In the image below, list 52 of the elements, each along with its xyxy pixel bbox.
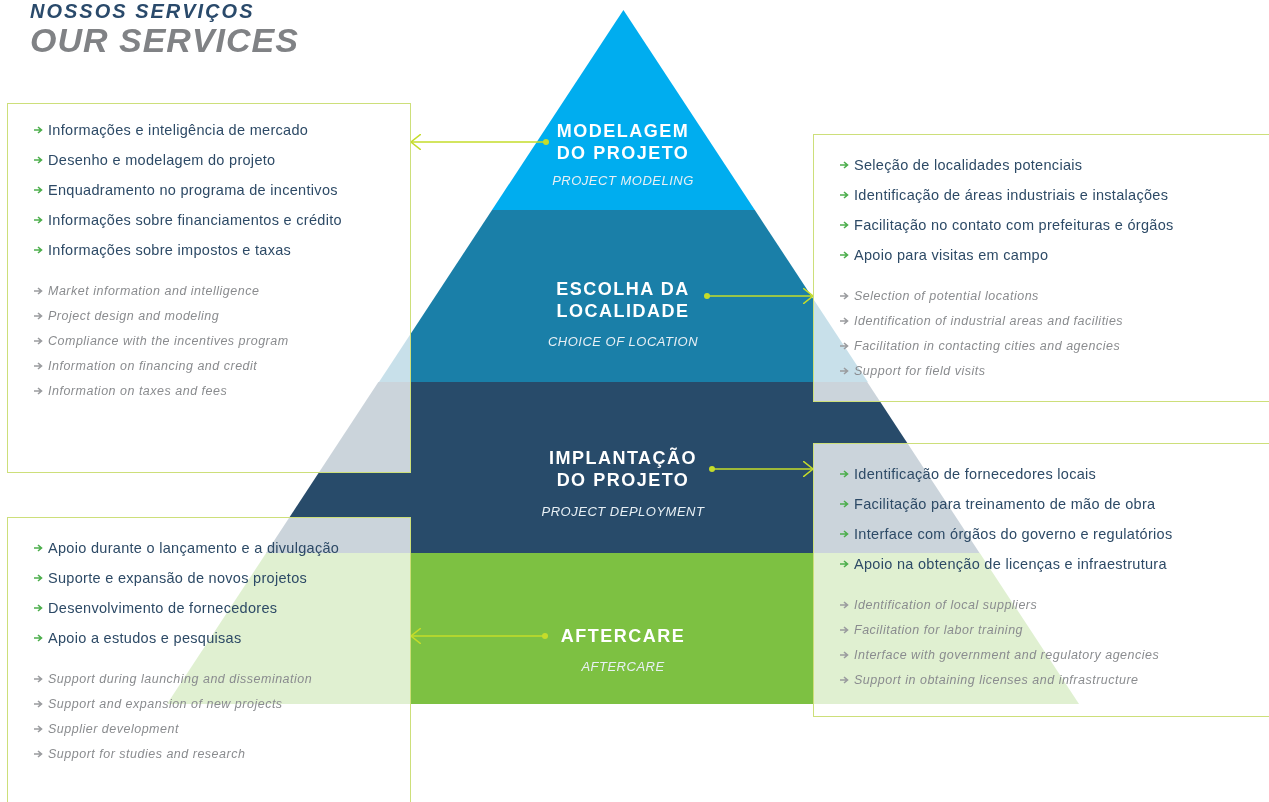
- service-item: Apoio para visitas em campo: [854, 246, 1049, 265]
- service-item: Interface com órgãos do governo e regulatórios: [854, 525, 1173, 544]
- english-service-item: Identification of local suppliers: [854, 597, 1038, 614]
- level-subtitle: CHOICE OF LOCATION: [547, 334, 699, 349]
- english-service-item: Information on taxes and fees: [48, 383, 228, 400]
- service-item: Apoio a estudos e pesquisas: [48, 629, 242, 648]
- english-service-item: Selection of potential locations: [854, 288, 1039, 305]
- service-list-panel: [7, 103, 411, 473]
- service-item: Apoio na obtenção de licenças e infraestrutura: [854, 555, 1167, 574]
- level-title: ESCOLHA DA LOCALIDADE: [555, 278, 691, 322]
- service-item: Identificação de fornecedores locais: [854, 465, 1097, 484]
- service-item: Facilitação para treinamento de mão de obra: [854, 495, 1156, 514]
- title: NOSSOS SERVIÇOS: [30, 0, 255, 22]
- english-service-item: Support for field visits: [854, 363, 986, 380]
- english-service-item: Supplier development: [48, 721, 179, 738]
- english-service-item: Compliance with the incentives program: [48, 333, 289, 350]
- arrow: [709, 460, 814, 478]
- arrow: [410, 133, 549, 151]
- level-subtitle: PROJECT MODELING: [552, 173, 694, 188]
- service-item: Seleção de localidades potenciais: [854, 156, 1083, 175]
- service-item: Enquadramento no programa de incentivos: [48, 181, 338, 200]
- level-subtitle: AFTERCARE: [581, 659, 665, 674]
- level-title: AFTERCARE: [560, 625, 686, 647]
- arrow: [410, 627, 548, 645]
- service-item: Informações sobre financiamentos e crédito: [48, 211, 342, 230]
- service-item: Apoio durante o lançamento e a divulgação: [48, 539, 340, 558]
- english-service-item: Support and expansion of new projects: [48, 696, 283, 713]
- service-list-panel: [813, 443, 1269, 717]
- english-service-item: Market information and intelligence: [48, 283, 260, 300]
- service-item: Facilitação no contato com prefeituras e órgãos: [854, 216, 1174, 235]
- service-list-panel: [813, 134, 1269, 402]
- service-item: Desenho e modelagem do projeto: [48, 151, 276, 170]
- english-service-item: Support for studies and research: [48, 746, 246, 763]
- service-item: Informações sobre impostos e taxas: [48, 241, 292, 260]
- english-service-item: Facilitation for labor training: [854, 622, 1024, 639]
- subtitle: OUR SERVICES: [30, 22, 299, 58]
- english-service-item: Information on financing and credit: [48, 358, 258, 375]
- service-list-panel: [7, 517, 411, 802]
- level-title: IMPLANTAÇÃO DO PROJETO: [547, 447, 699, 491]
- english-service-item: Identification of industrial areas and facilities: [854, 313, 1124, 330]
- level-title: MODELAGEM DO PROJETO: [555, 120, 691, 164]
- service-item: Informações e inteligência de mercado: [48, 121, 309, 140]
- arrow: [704, 287, 814, 305]
- level-subtitle: PROJECT DEPLOYMENT: [541, 504, 705, 519]
- english-service-item: Facilitation in contacting cities and agencies: [854, 338, 1121, 355]
- english-service-item: Project design and modeling: [48, 308, 220, 325]
- service-item: Identificação de áreas industriais e instalações: [854, 186, 1169, 205]
- english-service-item: Support during launching and dissemination: [48, 671, 313, 688]
- english-service-item: Support in obtaining licenses and infrastructure: [854, 672, 1139, 689]
- english-service-item: Interface with government and regulatory agencies: [854, 647, 1160, 664]
- service-item: Desenvolvimento de fornecedores: [48, 599, 278, 618]
- service-item: Suporte e expansão de novos projetos: [48, 569, 308, 588]
